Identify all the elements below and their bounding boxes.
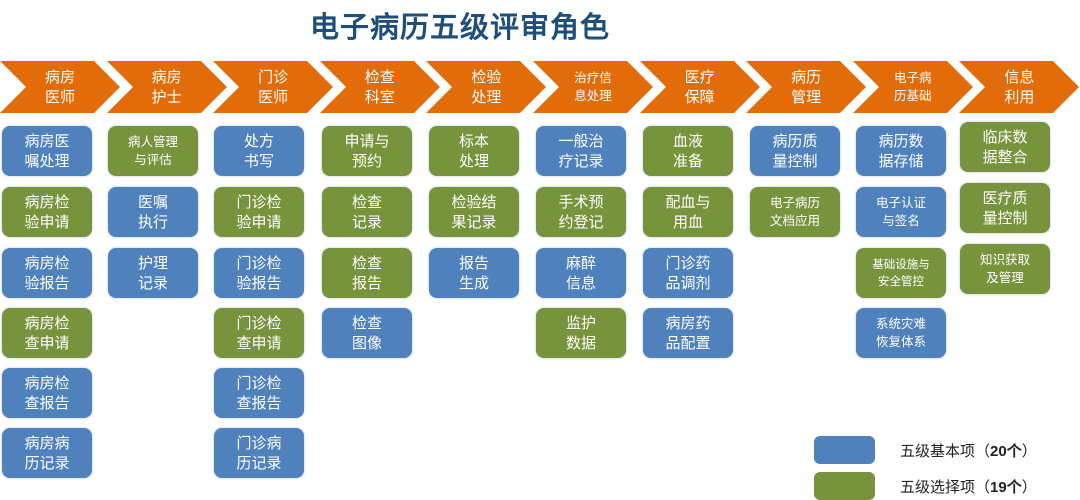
optional-item-box: 门诊检 查申请 <box>214 308 304 358</box>
optional-item-box: 门诊检 验申请 <box>214 187 304 237</box>
optional-item-box: 临床数 据整合 <box>960 122 1050 172</box>
legend-label-optional: 五级选择项（19个） <box>900 476 1037 497</box>
role-chevron: 检验 处理 <box>426 61 547 113</box>
chevron-arrow-shape <box>639 61 760 113</box>
role-chevron-label: 检验 处理 <box>471 68 502 106</box>
role-chevron: 电子病 历基础 <box>852 61 973 113</box>
role-chevron: 信息 利用 <box>959 61 1080 113</box>
chevron-arrow-shape <box>852 61 973 113</box>
role-chevron: 病历 管理 <box>746 61 867 113</box>
role-chevron: 治疗信 息处理 <box>533 61 653 113</box>
role-chevron-row: 病房 医师 病房 护士 门诊 医师 检查 科室 检验 处理 治疗信 息处理 医疗 保障 病历 … <box>0 61 1080 113</box>
basic-item-box: 系统灾难 恢复体系 <box>856 308 946 358</box>
role-chevron-label: 门诊 医师 <box>258 68 289 106</box>
optional-item-box: 电子病历 文档应用 <box>750 187 840 237</box>
legend: 五级基本项（20个） 五级选择项（19个） <box>814 436 1080 500</box>
role-chevron: 病房 医师 <box>0 61 120 113</box>
basic-item-box: 护理 记录 <box>108 248 198 298</box>
basic-item-box: 门诊病 历记录 <box>214 428 304 478</box>
basic-item-box: 病房医 嘱处理 <box>2 126 92 176</box>
basic-item-box: 病历质 量控制 <box>750 126 840 176</box>
basic-item-box: 检查 图像 <box>322 308 412 358</box>
role-chevron-label: 病房 医师 <box>44 68 75 106</box>
optional-item-box: 监护 数据 <box>536 308 626 358</box>
optional-item-box: 病人管理 与评估 <box>108 126 198 176</box>
basic-item-box: 医嘱 执行 <box>108 187 198 237</box>
optional-item-box: 检查 记录 <box>322 187 412 237</box>
legend-count-optional: 19个 <box>990 479 1022 496</box>
role-chevron: 门诊 医师 <box>213 61 334 113</box>
role-chevron-label: 病历 管理 <box>791 68 822 106</box>
role-chevron: 检查 科室 <box>319 61 440 113</box>
optional-item-box: 标本 处理 <box>429 126 519 176</box>
optional-item-box: 手术预 约登记 <box>536 187 626 237</box>
optional-item-box: 医疗质 量控制 <box>960 183 1050 233</box>
basic-item-box: 病历数 据存储 <box>856 126 946 176</box>
role-chevron-label: 治疗信 息处理 <box>574 70 612 103</box>
basic-item-box: 报告 生成 <box>429 248 519 298</box>
chevron-arrow-shape <box>213 61 334 113</box>
role-chevron-label: 医疗 保障 <box>684 68 715 106</box>
basic-item-box: 病房药 品配置 <box>643 308 733 358</box>
role-chevron: 医疗 保障 <box>639 61 760 113</box>
optional-item-box: 血液 准备 <box>643 126 733 176</box>
basic-item-box: 电子认证 与签名 <box>856 187 946 237</box>
legend-text-basic: 五级基本项（ <box>900 442 991 460</box>
optional-item-box: 申请与 预约 <box>322 126 412 176</box>
basic-item-box: 门诊检 查报告 <box>214 368 304 418</box>
basic-item-box: 病房病 历记录 <box>2 428 92 478</box>
optional-item-box: 基础设施与 安全管控 <box>856 248 946 298</box>
legend-swatch-basic <box>814 436 875 464</box>
role-chevron-label: 电子病 历基础 <box>894 70 932 103</box>
optional-item-box: 病房检 查申请 <box>2 308 92 358</box>
role-chevron-label: 病房 护士 <box>151 68 182 106</box>
basic-item-box: 病房检 验报告 <box>2 248 92 298</box>
chevron-arrow-shape <box>426 61 547 113</box>
chevron-arrow-shape <box>0 61 120 113</box>
basic-item-box: 一般治 疗记录 <box>536 126 626 176</box>
optional-item-box: 知识获取 及管理 <box>960 244 1050 294</box>
role-chevron-label: 信息 利用 <box>1004 68 1035 106</box>
chevron-arrow-shape <box>319 61 440 113</box>
basic-item-box: 门诊检 验报告 <box>214 248 304 298</box>
optional-item-box: 配血与 用血 <box>643 187 733 237</box>
role-chevron: 病房 护士 <box>106 61 227 113</box>
basic-item-box: 处方 书写 <box>214 126 304 176</box>
chevron-arrow-shape <box>746 61 867 113</box>
basic-item-box: 麻醉 信息 <box>536 248 626 298</box>
legend-text-optional: 五级选择项（ <box>900 478 991 496</box>
basic-item-box: 门诊药 品调剂 <box>643 248 733 298</box>
legend-label-basic: 五级基本项（20个） <box>900 440 1037 461</box>
optional-item-box: 检查 报告 <box>322 248 412 298</box>
chevron-arrow-shape <box>959 61 1080 113</box>
role-chevron-label: 检查 科室 <box>364 68 395 106</box>
legend-swatch-optional <box>814 472 875 500</box>
optional-item-box: 检验结 果记录 <box>429 187 519 237</box>
basic-item-box: 病房检 查报告 <box>2 368 92 418</box>
page-title: 电子病历五级评审角色 <box>309 10 610 44</box>
chevron-arrow-shape <box>106 61 227 113</box>
legend-close-optional: ） <box>1021 478 1037 496</box>
legend-count-basic: 20个 <box>990 443 1022 460</box>
legend-close-basic: ） <box>1021 442 1037 460</box>
optional-item-box: 病房检 验申请 <box>2 187 92 237</box>
chevron-arrow-shape <box>533 61 653 113</box>
